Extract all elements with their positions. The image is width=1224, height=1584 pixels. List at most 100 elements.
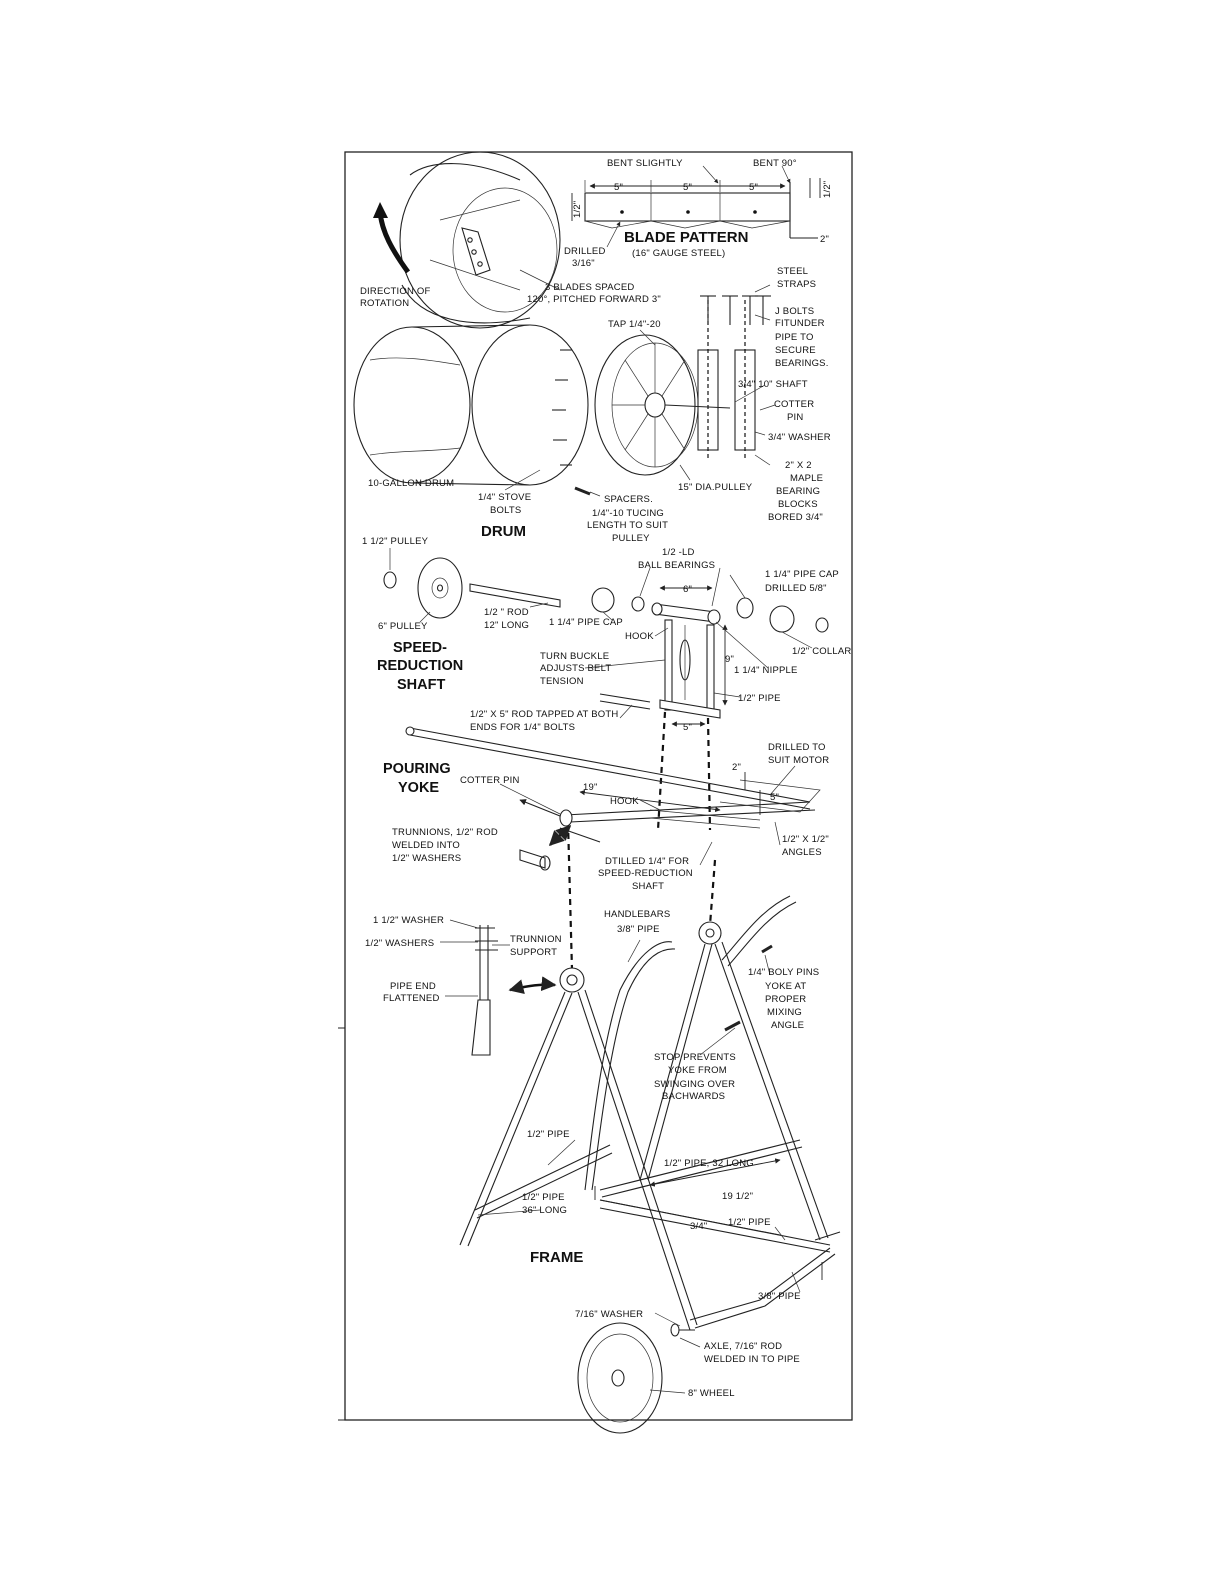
label-boly-3: PROPER [765, 994, 806, 1005]
label-drilled-2: 3/16" [572, 258, 595, 269]
label-pipecap-r-2: DRILLED 5/8" [765, 583, 827, 594]
label-boly-2: YOKE AT [765, 981, 806, 992]
label-pipe-half-a: 1/2" PIPE [738, 693, 781, 704]
label-dim-34: 3/4" [690, 1221, 707, 1232]
heading-frame: FRAME [530, 1249, 583, 1266]
label-rod-2: 12" LONG [484, 620, 529, 631]
pouring-yoke [405, 726, 821, 871]
label-dtilled-1: DTILLED 1/4" FOR [605, 856, 689, 867]
label-trunnions-2: WELDED INTO [392, 840, 460, 851]
label-dim-5e: 5" [770, 792, 779, 803]
label-ld-2: BALL BEARINGS [638, 560, 715, 571]
label-pulley-15: 15" DIA.PULLEY [678, 482, 753, 493]
label-dtilled-3: SHAFT [632, 881, 664, 892]
heading-srs-1: SPEED- [393, 640, 447, 656]
label-turn-1: TURN BUCKLE [540, 651, 609, 662]
label-hook-1: HOOK [625, 631, 654, 642]
label-bent-90: BENT 90° [753, 158, 797, 169]
label-rod5-2: ENDS FOR 1/4" BOLTS [470, 722, 575, 733]
label-hook-2: HOOK [610, 796, 639, 807]
label-maple-3: BEARING [776, 486, 820, 497]
label-support-1: TRUNNION [510, 934, 562, 945]
label-dim-5d: 5" [683, 722, 692, 733]
label-jbolts-4: SECURE [775, 345, 816, 356]
heading-pouring-2: YOKE [398, 780, 439, 796]
label-dim-5a: 5" [614, 182, 623, 193]
label-jbolts-2: FITUNDER [775, 318, 825, 329]
label-maple-4: BLOCKS [778, 499, 818, 510]
label-dim-half-right: 1/2" [822, 181, 833, 198]
label-steel-1: STEEL [777, 266, 808, 277]
frame-structure [459, 895, 841, 1331]
label-washer-716: 7/16" WASHER [575, 1309, 643, 1320]
label-rod5-1: 1/2" x 5" ROD TAPPED AT BOTH [470, 709, 618, 720]
label-direction-1: DIRECTION OF [360, 286, 430, 297]
label-pipecap-l: 1 1/4" PIPE CAP [549, 617, 623, 628]
label-dim-19: 19" [583, 782, 598, 793]
label-pipe-32: 1/2" PIPE, 32 LONG [664, 1158, 754, 1169]
label-jbolts-5: BEARINGS. [775, 358, 829, 369]
label-cotter-pin: COTTER PIN [460, 775, 520, 786]
label-washer-1-5: 1 1/2" WASHER [373, 915, 444, 926]
bearing-blocks [697, 295, 771, 460]
label-pipe-half-c: 1/2" PIPE [728, 1217, 771, 1228]
label-stop-4: BACHWARDS [662, 1091, 725, 1102]
label-pipe-38: 3/8" PIPE [758, 1291, 801, 1302]
label-spacers-2: 1/4"-10 TUCING [592, 508, 664, 519]
label-drilled-1: DRILLED [564, 246, 606, 257]
label-stove-2: BOLTS [490, 505, 521, 516]
label-angles-2: ANGLES [782, 847, 822, 858]
label-stop-2: YOKE FROM [668, 1065, 727, 1076]
heading-srs-2: REDUCTION [377, 658, 463, 674]
label-pipe36-2: 36" LONG [522, 1205, 567, 1216]
label-flat-1: PIPE END [390, 981, 436, 992]
label-direction-2: ROTATION [360, 298, 409, 309]
leader-lines [389, 269, 813, 1394]
label-10-gallon-drum: 10-GALLON DRUM [368, 478, 454, 489]
heading-drum: DRUM [481, 523, 526, 540]
label-dim-5c: 5" [749, 182, 758, 193]
label-bent-slightly: BENT SLIGHTLY [607, 158, 683, 169]
label-wheel-8: 8" WHEEL [688, 1388, 735, 1399]
label-maple-5: BORED 3/4" [768, 512, 823, 523]
label-dim-6: 6" [683, 584, 692, 595]
label-stop-3: SWINGING OVER [654, 1079, 735, 1090]
label-blades-1: 3 BLADES SPACED [545, 282, 634, 293]
label-pulley-6: 6" PULLEY [378, 621, 428, 632]
label-boly-1: 1/4" BOLY PINS [748, 967, 819, 978]
label-rod-1: 1/2 " ROD [484, 607, 529, 618]
label-collar: 1/2" COLLAR [792, 646, 851, 657]
label-gauge: (16" GAUGE STEEL) [632, 248, 725, 259]
label-dim-2: 2" [820, 234, 829, 245]
label-boly-5: ANGLE [771, 1020, 804, 1031]
drum-blades-view [399, 151, 561, 329]
label-steel-2: STRAPS [777, 279, 816, 290]
label-turn-2: ADJUSTS BELT [540, 663, 611, 674]
heading-pouring-1: POURING [383, 761, 451, 777]
label-pulley-1-5: 1 1/2" PULLEY [362, 536, 429, 547]
label-dim-5b: 5" [683, 182, 692, 193]
label-maple-1: 2" x 2 [785, 460, 812, 471]
label-trunnions-1: TRUNNIONS, 1/2" ROD [392, 827, 498, 838]
label-handlebars-1: HANDLEBARS [604, 909, 670, 920]
label-jbolts-3: PIPE TO [775, 332, 814, 343]
label-dim-9: 9" [725, 654, 734, 665]
label-trunnions-3: 1/2" WASHERS [392, 853, 461, 864]
label-dim-half-left: 1/2" [572, 201, 583, 218]
label-blades-2: 120°, PITCHED FORWARD 3" [527, 294, 661, 305]
label-angles-1: 1/2" x 1/2" [782, 834, 829, 845]
label-pipe-half-b: 1/2" PIPE [527, 1129, 570, 1140]
drum-pulley-15in [594, 334, 731, 476]
label-spacers-4: PULLEY [612, 533, 650, 544]
label-jbolts-1: J BOLTS [775, 306, 814, 317]
label-washers-half: 1/2" WASHERS [365, 938, 434, 949]
label-support-2: SUPPORT [510, 947, 557, 958]
label-stove-1: 1/4" STOVE [478, 492, 531, 503]
label-spacers-1: SPACERS. [604, 494, 653, 505]
label-dtilled-2: SPEED-REDUCTION [598, 868, 693, 879]
wheel-8in [577, 1322, 695, 1434]
label-pipe36-1: 1/2" PIPE [522, 1192, 565, 1203]
label-boly-4: MIXING [767, 1007, 802, 1018]
